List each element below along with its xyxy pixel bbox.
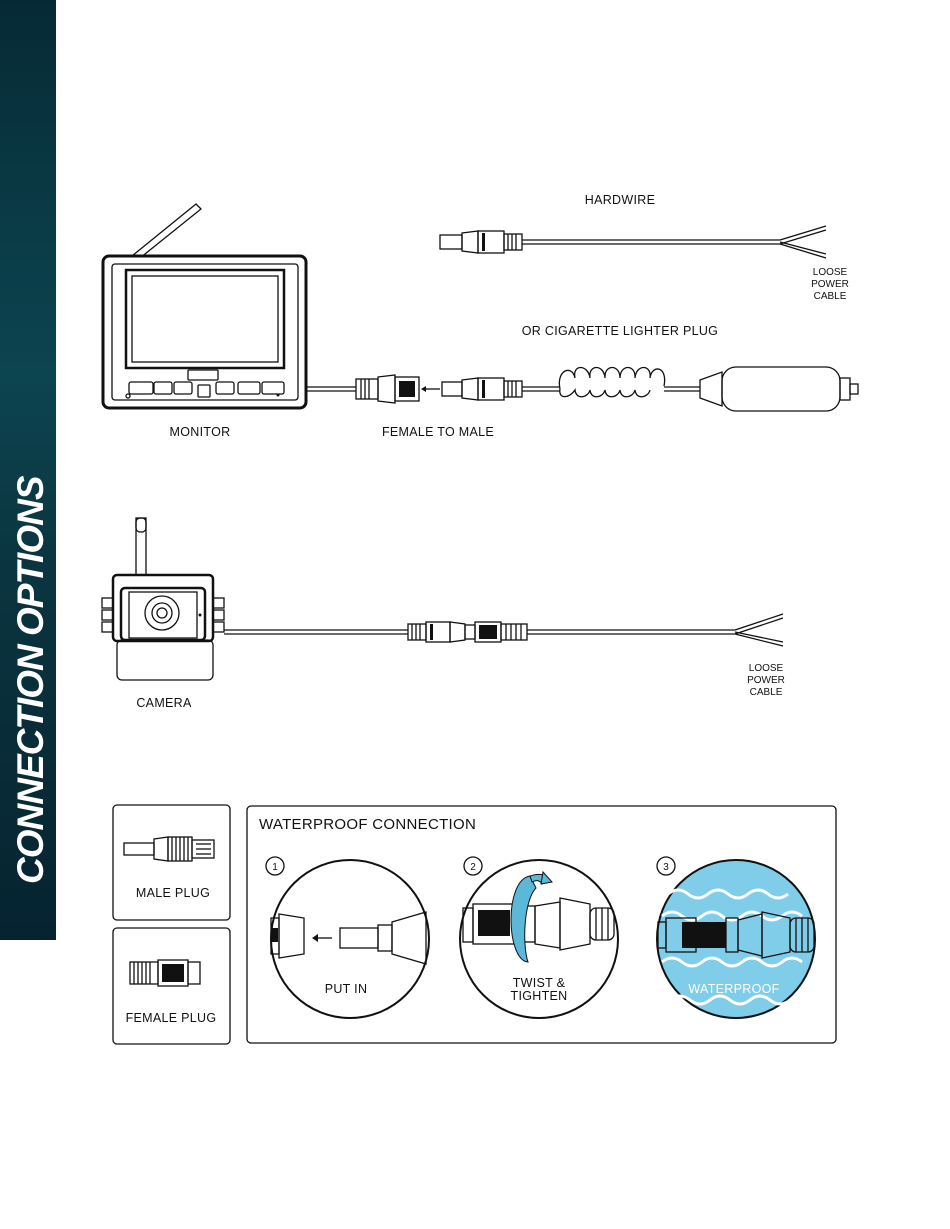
hardwire-label: HARDWIRE (585, 193, 655, 207)
step-2-label-line1: TWIST & (513, 976, 566, 990)
waterproof-title: WATERPROOF CONNECTION (259, 816, 476, 833)
loose-power-label-2a: LOOSE (749, 663, 784, 674)
loose-power-label-2b: POWER (747, 675, 785, 686)
camera-illustration (102, 518, 224, 680)
step-3-label: WATERPROOF (688, 982, 779, 996)
step-1-label: PUT IN (325, 982, 368, 996)
loose-power-label-2c: CABLE (750, 687, 783, 698)
loose-power-label-1b: POWER (811, 279, 849, 290)
step-2-number: 2 (470, 862, 476, 873)
male-plug-box (113, 805, 230, 920)
female-plug-box (113, 928, 230, 1044)
cigarette-lighter-cable (442, 367, 858, 411)
loose-power-label-1c: CABLE (814, 291, 847, 302)
monitor-cable (306, 375, 440, 403)
camera-label: CAMERA (136, 696, 192, 710)
cigarette-label: OR CIGARETTE LIGHTER PLUG (522, 324, 718, 338)
monitor-illustration (103, 204, 306, 408)
female-to-male-label: FEMALE TO MALE (382, 425, 494, 439)
male-plug-label: MALE PLUG (136, 886, 210, 900)
step-2-label-line2: TIGHTEN (511, 989, 568, 1003)
hardwire-cable (440, 226, 826, 258)
monitor-label: MONITOR (170, 425, 231, 439)
female-plug-label: FEMALE PLUG (126, 1011, 217, 1025)
step-1-number: 1 (272, 862, 278, 873)
step-3-number: 3 (663, 862, 669, 873)
loose-power-label-1a: LOOSE (813, 267, 848, 278)
camera-cable (224, 614, 783, 646)
